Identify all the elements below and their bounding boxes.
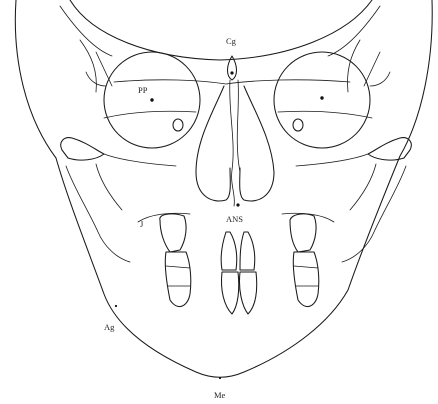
upper-incisor-right [240, 232, 255, 270]
ans-point [236, 203, 239, 206]
left-ramus-line [66, 166, 130, 262]
left-zygomatic-arch [61, 138, 104, 160]
orbit-center-right-point [320, 96, 323, 99]
nasal-septum [230, 80, 240, 206]
right-lateral-orbit-strut [364, 52, 390, 86]
nasal-cavity-left [196, 86, 230, 201]
right-molar-lower [293, 252, 319, 307]
cg-label: Cg [226, 36, 237, 46]
me-point [219, 377, 221, 379]
right-molar-upper [290, 214, 316, 252]
outer-skull-outline [15, 0, 432, 377]
right-infraorbital-foramen [293, 119, 303, 131]
left-orbit-floor-line [104, 111, 196, 118]
ag-label: Ag [104, 322, 115, 332]
ans-label: ANS [226, 214, 243, 224]
left-zygoma-lines [96, 154, 176, 210]
right-ramus-line [342, 166, 406, 262]
right-orbit [274, 52, 370, 148]
left-molar-lower [165, 252, 191, 307]
cranial-vault-outline [70, 0, 372, 60]
left-infraorbital-foramen [173, 119, 183, 131]
j-label: J [140, 219, 144, 229]
nasal-cavity-right [240, 86, 274, 201]
right-zygomatic-arch [368, 138, 411, 160]
upper-incisor-left [221, 232, 237, 270]
ag-point [115, 305, 117, 307]
left-molar-upper [160, 214, 186, 252]
cg-point [230, 71, 233, 74]
pp-label: PP [138, 85, 148, 95]
lower-incisor-left [221, 272, 238, 314]
right-orbit-floor-line [278, 111, 372, 118]
me-label: Me [214, 390, 226, 400]
right-zygoma-lines [296, 154, 376, 210]
lower-incisor-right [239, 272, 256, 314]
pp-point [150, 98, 153, 101]
